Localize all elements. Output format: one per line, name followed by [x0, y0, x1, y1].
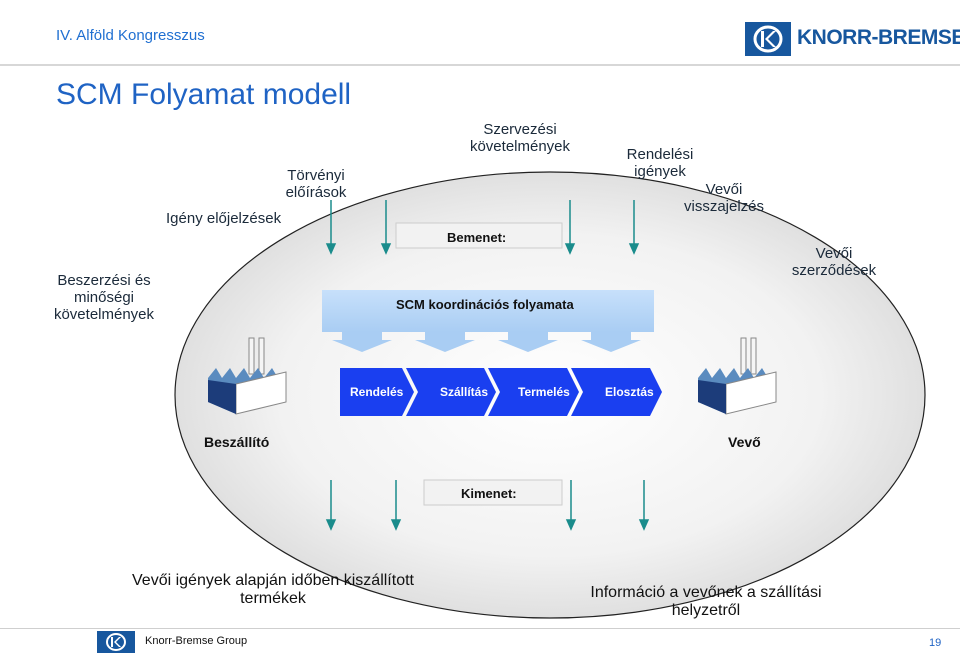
bemenet-box — [395, 222, 563, 249]
footer-emblem-icon — [97, 631, 135, 653]
flow-label-2: Szállítás — [440, 385, 488, 399]
output-left-line-2: termékek — [240, 590, 306, 607]
beszerzesi-line-3: követelmények — [53, 306, 155, 323]
szerzodesek-line-2: szerződések — [791, 262, 877, 279]
szervezesi-label: Szervezési követelmények — [455, 121, 585, 155]
supplier-label: Beszállító — [204, 434, 270, 450]
header-divider — [0, 64, 960, 66]
kimenet-box — [423, 479, 563, 506]
process-flow — [340, 368, 662, 416]
output-left-line-1: Vevői igények alapján időben kiszállítot… — [132, 572, 414, 589]
flow-label-1: Rendelés — [350, 385, 404, 399]
output-right-line-1: Információ a vevőnek a szállítási — [590, 584, 822, 601]
szervezesi-line-2: követelmények — [469, 138, 571, 155]
header-bar — [0, 0, 960, 64]
brand-name: KNORR-BREMSE — [797, 26, 960, 49]
knorr-bremse-logo: KNORR-BREMSE — [745, 22, 960, 56]
supplier-factory-icon — [208, 337, 287, 415]
input-arrows — [325, 200, 640, 255]
torvenyi-line-1: Törvényi — [287, 167, 345, 184]
szerzodesek-label: Vevői szerződések — [781, 245, 887, 279]
customer-factory-icon — [698, 337, 777, 415]
flow-label-3: Termelés — [518, 385, 570, 399]
rendelesi-line-1: Rendelési — [626, 146, 694, 163]
footer-group-name: Knorr-Bremse Group — [145, 635, 248, 647]
bemenet-label: Bemenet: — [447, 230, 507, 245]
rendelesi-line-2: igények — [634, 163, 686, 180]
beszerzesi-line-1: Beszerzési és — [57, 272, 151, 289]
scm-box — [322, 290, 654, 332]
kb-emblem-icon — [745, 22, 791, 56]
flow-step-3 — [488, 368, 579, 416]
kimenet-label: Kimenet: — [461, 486, 517, 501]
flow-step-4 — [571, 368, 662, 416]
scm-label: SCM koordinációs folyamata — [396, 297, 574, 312]
footer-bar — [0, 628, 960, 656]
flow-step-1 — [340, 368, 414, 416]
scm-down-arrows — [332, 332, 641, 352]
output-right-caption: Információ a vevőnek a szállítási helyze… — [570, 584, 842, 620]
visszajelzes-line-1: Vevői — [705, 181, 743, 198]
output-arrows — [325, 480, 650, 531]
flow-step-2 — [406, 368, 496, 416]
szervezesi-line-1: Szervezési — [483, 121, 557, 138]
igeny-label: Igény előjelzések — [166, 210, 282, 227]
torvenyi-line-2: előírások — [285, 184, 347, 201]
output-right-line-2: helyzetről — [671, 602, 741, 619]
output-left-caption: Vevői igények alapján időben kiszállítot… — [110, 572, 436, 608]
beszerzesi-line-2: minőségi — [73, 289, 135, 306]
conference-name: IV. Alföld Kongresszus — [56, 27, 205, 44]
customer-label: Vevő — [728, 434, 761, 450]
slide-title: SCM Folyamat modell — [56, 78, 352, 111]
szerzodesek-line-1: Vevői — [815, 245, 853, 262]
flow-label-4: Elosztás — [605, 385, 654, 399]
visszajelzes-label: Vevői visszajelzés — [674, 181, 774, 215]
page-number: 19 — [929, 637, 942, 649]
rendelesi-label: Rendelési igények — [612, 146, 708, 180]
torvenyi-label: Törvényi előírások — [276, 167, 356, 201]
visszajelzes-line-2: visszajelzés — [683, 198, 765, 215]
beszerzesi-label: Beszerzési és minőségi követelmények — [44, 272, 164, 323]
